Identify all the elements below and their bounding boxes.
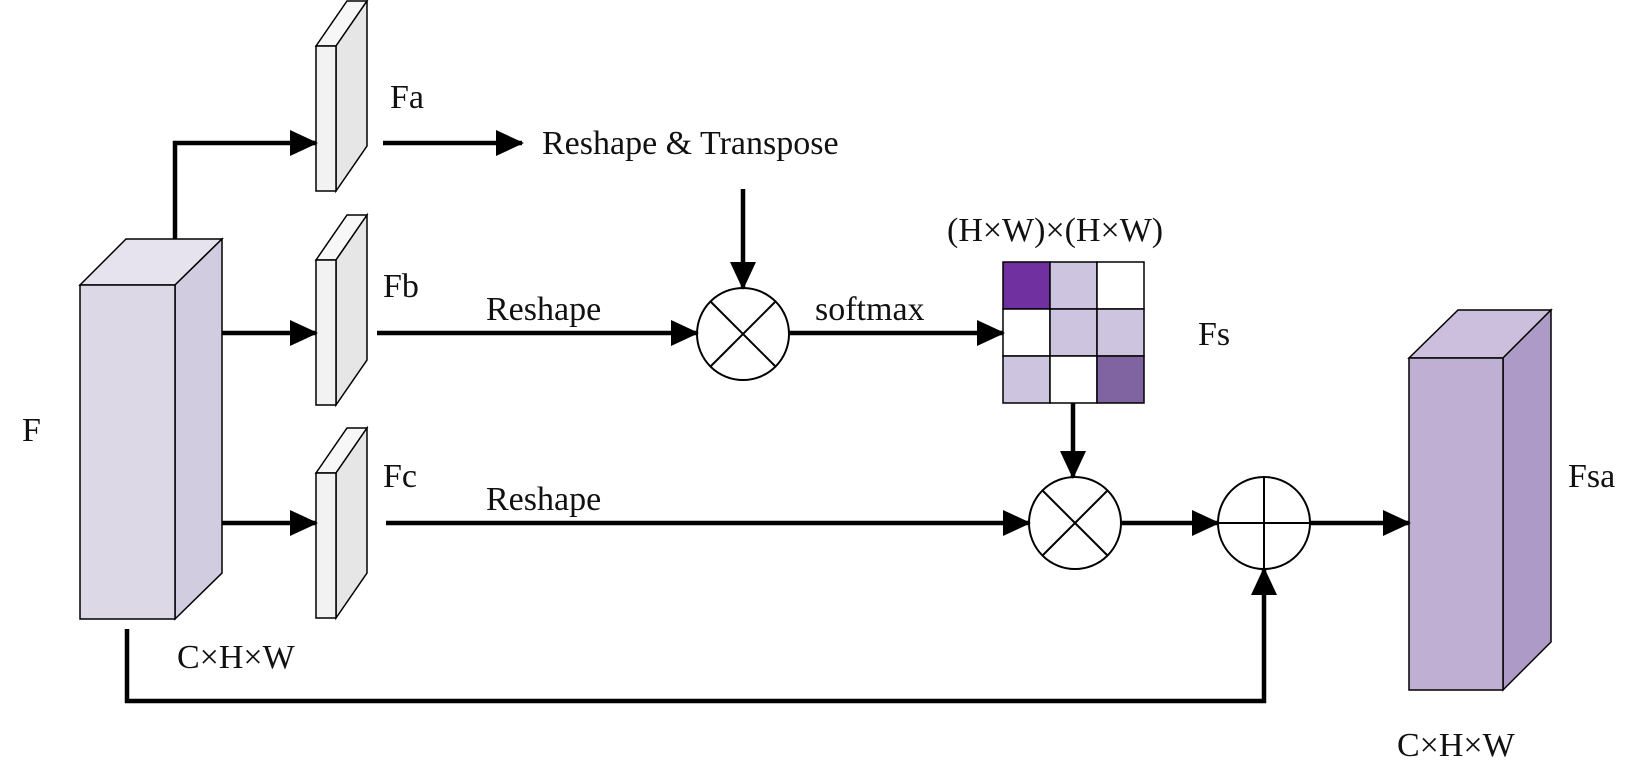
branch-b-label: Fb [383, 268, 419, 305]
branch-c-label: Fc [383, 458, 417, 495]
branch-b-block [314, 212, 369, 408]
branch-a-front [315, 45, 337, 192]
attention-cell-0-0 [1002, 261, 1051, 310]
attention-cell-2-2 [1096, 355, 1145, 404]
branch-c-front [315, 472, 337, 619]
output-dim-label: C×H×W [1397, 727, 1516, 764]
reshape-transpose-label: Reshape & Transpose [542, 125, 839, 162]
attention-map-label: Fs [1198, 316, 1230, 353]
attention-dim-label: (H×W)×(H×W) [947, 212, 1163, 249]
attention-map-grid [1002, 261, 1145, 404]
attention-cell-1-0 [1002, 308, 1051, 357]
multiply-node-bottom [1028, 476, 1122, 570]
arrow-f-to-fa [172, 130, 318, 239]
attention-cell-1-1 [1049, 308, 1098, 357]
input-label: F [22, 412, 41, 449]
attention-cell-2-0 [1002, 355, 1051, 404]
reshape-c-label: Reshape [486, 481, 601, 518]
input-block-front [79, 284, 176, 620]
branch-a-block [314, 0, 369, 194]
attention-cell-2-1 [1049, 355, 1098, 404]
attention-cell-0-2 [1096, 261, 1145, 310]
branch-c-block [314, 425, 369, 621]
attention-cell-1-2 [1096, 308, 1145, 357]
reshape-b-label: Reshape [486, 291, 601, 328]
add-node [1217, 476, 1311, 570]
input-feature-block [78, 237, 224, 621]
output-label: Fsa [1568, 458, 1615, 495]
input-dim-label: C×H×W [177, 639, 296, 676]
attention-cell-0-1 [1049, 261, 1098, 310]
softmax-label: softmax [815, 291, 925, 328]
arrow-residual-f-to-add [124, 567, 1277, 704]
multiply-node-top [696, 287, 790, 381]
output-block-front [1408, 357, 1504, 691]
output-feature-block [1407, 308, 1553, 692]
branch-b-front [315, 259, 337, 406]
output-block-side [1502, 308, 1552, 692]
branch-a-label: Fa [390, 79, 424, 116]
input-block-side [174, 237, 223, 621]
